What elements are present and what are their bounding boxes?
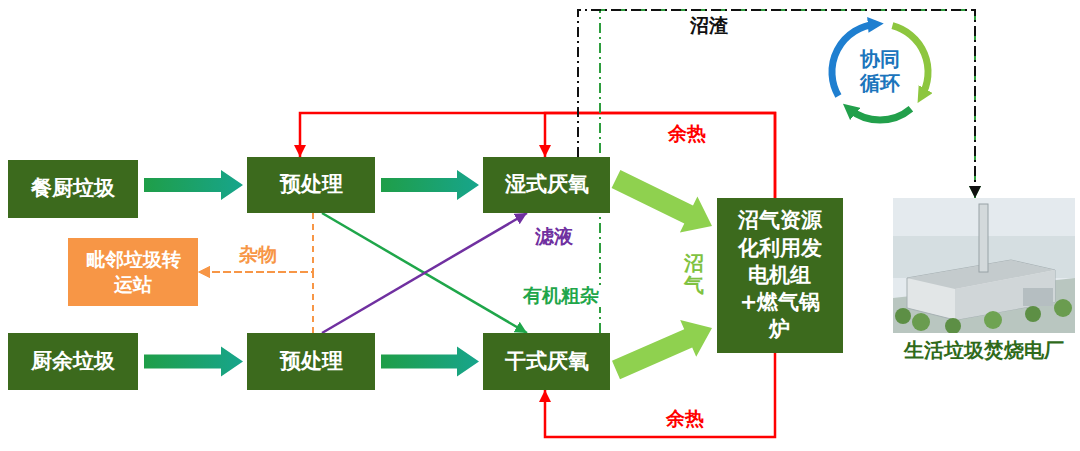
flow-connector: [144, 347, 243, 377]
edge-label: 余热: [666, 123, 708, 145]
biogas-utilization-box: 沼气资源化利用发电机组+燃气锅炉: [717, 198, 843, 353]
node-text: 预处理: [280, 171, 343, 198]
chimney: [979, 204, 988, 272]
process-box: 预处理: [247, 333, 375, 390]
edge-label: 杂物: [237, 244, 279, 266]
process-box: 湿式厌氧: [483, 157, 610, 213]
flow-connector: [198, 272, 313, 333]
node-text: 干式厌氧: [505, 348, 589, 375]
node-text: 湿式厌氧: [505, 171, 589, 198]
sky: [893, 198, 1075, 333]
tree: [945, 318, 961, 333]
process-box: 预处理: [247, 157, 375, 213]
transfer-station-box: 毗邻垃圾转运站: [68, 238, 198, 306]
edge-label: 余热: [664, 408, 706, 430]
biogas-label: 沼气: [684, 252, 704, 296]
incineration-plant-picture: [893, 198, 1075, 333]
waste-source-box: 餐厨垃圾: [8, 160, 138, 218]
incineration-plant: 生活垃圾焚烧电厂: [893, 198, 1075, 365]
edge-label: 有机粗杂: [521, 285, 601, 307]
tree: [984, 311, 1002, 329]
edge-label: 滤液: [533, 226, 575, 248]
flow-connector: [322, 213, 527, 333]
tree: [895, 308, 911, 324]
flow-connector: [612, 320, 712, 379]
flow-connector: [612, 170, 712, 233]
flow-connector: [198, 213, 313, 272]
edge-label: 沼渣: [688, 15, 730, 37]
cycle-arc: [849, 109, 911, 120]
tree: [912, 313, 930, 331]
flow-connector: [381, 170, 479, 200]
node-text: 生活垃圾焚烧电厂: [904, 337, 1064, 363]
node-text: 餐厨垃圾: [31, 175, 115, 202]
node-text: 毗邻垃圾转运站: [83, 247, 184, 296]
flow-connector: [322, 213, 527, 333]
node-text: 预处理: [280, 348, 343, 375]
cycle-label: 协同循环: [859, 47, 901, 95]
tree: [1025, 306, 1041, 322]
node-text: 沼气资源化利用发电机组+燃气锅炉: [734, 207, 826, 343]
node-text: 厨余垃圾: [31, 348, 115, 375]
process-box: 干式厌氧: [483, 333, 610, 390]
flow-connector: [381, 347, 479, 377]
flow-connector: [144, 170, 243, 200]
annex: [1023, 288, 1053, 306]
waste-source-box: 厨余垃圾: [8, 333, 138, 390]
tree: [1054, 299, 1072, 317]
flow-connector: [578, 10, 975, 198]
